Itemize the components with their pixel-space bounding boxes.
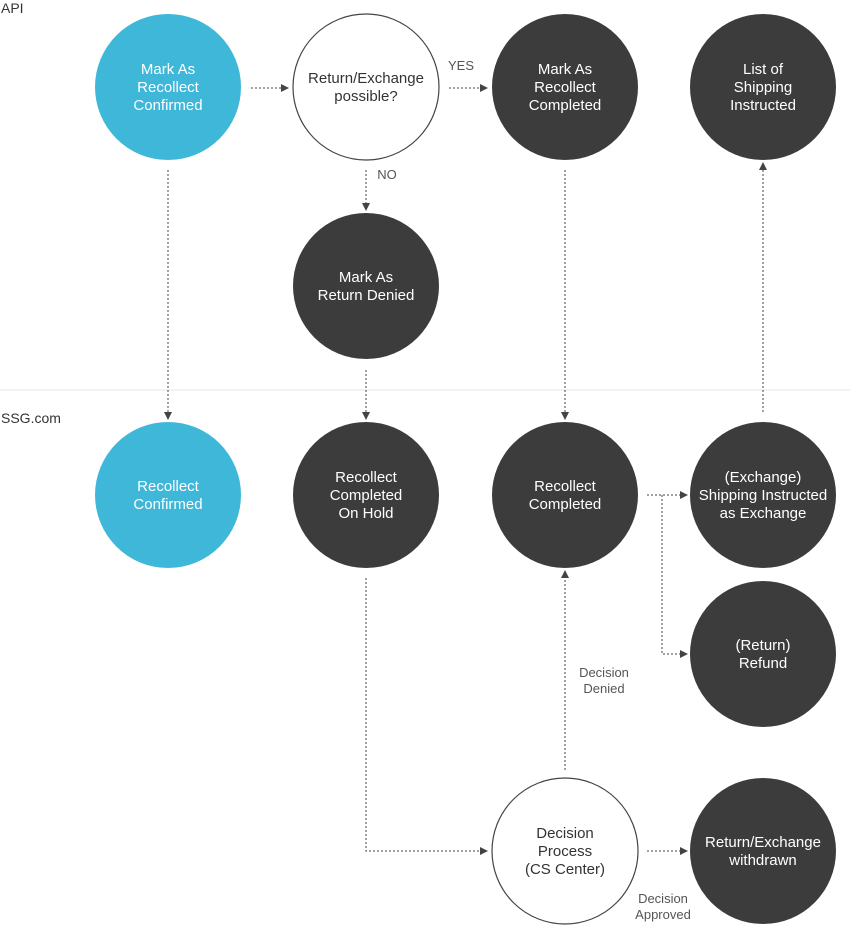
node-label-line: Return/Exchange [308, 70, 424, 87]
arrow-head-icon [362, 203, 370, 211]
node-label-line: Recollect [137, 478, 200, 495]
node-label-line: Return/Exchange [705, 834, 821, 851]
node-label-line: On Hold [338, 505, 393, 522]
edge-label-no: NO [377, 167, 397, 182]
node-label-line: as Exchange [720, 505, 807, 522]
node-label-line: Mark As [339, 269, 393, 286]
node-label-line: Confirmed [133, 496, 202, 513]
node-label-line: Completed [529, 496, 602, 513]
node-circle [492, 14, 638, 160]
node-circle [491, 777, 639, 925]
node-circle [293, 213, 439, 359]
node-label-line: withdrawn [728, 852, 797, 869]
edges [164, 84, 767, 855]
edge-label-decision-denied: Decision [579, 665, 629, 680]
arrow-head-icon [480, 84, 488, 92]
arrow-head-icon [680, 491, 688, 499]
arrow-head-icon [480, 847, 488, 855]
node-circle [690, 581, 836, 727]
arrow-head-icon [561, 412, 569, 420]
node-label-line: possible? [334, 88, 397, 105]
arrow-head-icon [164, 412, 172, 420]
arrow-head-icon [759, 162, 767, 170]
section-label-api: API [1, 0, 24, 16]
node-label-line: Decision [536, 825, 594, 842]
node-label-line: Instructed [730, 97, 796, 114]
edge-label-decision-approved: Approved [635, 907, 691, 922]
node-label-line: (Exchange) [725, 469, 802, 486]
node-label-line: Confirmed [133, 97, 202, 114]
node-label-line: Process [538, 843, 592, 860]
node-label-line: Completed [330, 487, 403, 504]
edge-label-yes: YES [448, 58, 474, 73]
node-circle [690, 14, 836, 160]
edge-line [365, 578, 480, 852]
node-label-line: Recollect [534, 478, 597, 495]
node-label-line: Shipping Instructed [699, 487, 827, 504]
node-circle [292, 13, 440, 161]
node-circle [690, 778, 836, 924]
arrow-head-icon [281, 84, 289, 92]
node-circle [690, 422, 836, 568]
edge-label-decision-denied: Denied [583, 681, 624, 696]
node-circle [492, 422, 638, 568]
node-circle [293, 422, 439, 568]
node-label-line: Recollect [137, 79, 200, 96]
node-return-refund: (Return)Refund [690, 581, 836, 727]
node-label-line: Recollect [534, 79, 597, 96]
node-label-line: (Return) [735, 637, 790, 654]
edge-line [661, 495, 680, 655]
node-label-line: Mark As [538, 61, 592, 78]
node-label-line: (CS Center) [525, 861, 605, 878]
node-label-line: Recollect [335, 469, 398, 486]
arrow-head-icon [362, 412, 370, 420]
arrow-head-icon [561, 570, 569, 578]
node-circle [95, 14, 241, 160]
node-label-line: Return Denied [318, 287, 415, 304]
arrow-head-icon [680, 847, 688, 855]
node-label-line: Refund [739, 655, 787, 672]
edge-label-decision-approved: Decision [638, 891, 688, 906]
node-label-line: Mark As [141, 61, 195, 78]
arrow-head-icon [680, 650, 688, 658]
node-label-line: Completed [529, 97, 602, 114]
nodes: Mark AsRecollectConfirmedReturn/Exchange… [95, 13, 836, 925]
node-label-line: List of [743, 61, 784, 78]
node-label-line: Shipping [734, 79, 792, 96]
section-label-ssg: SSG.com [1, 410, 61, 426]
node-circle [95, 422, 241, 568]
